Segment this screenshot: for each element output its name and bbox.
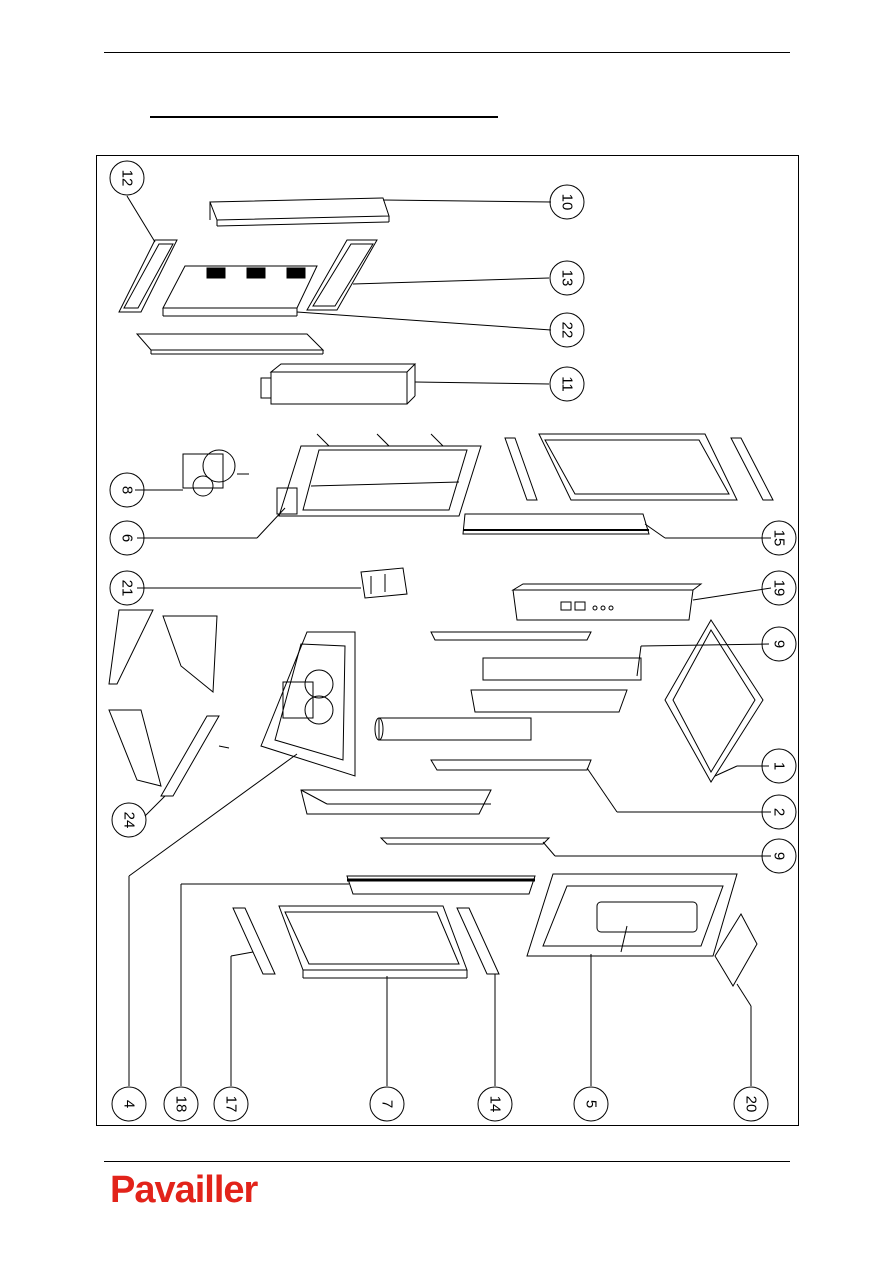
part-10	[209, 197, 390, 227]
svg-text:18: 18	[173, 1096, 190, 1113]
svg-text:9: 9	[771, 640, 788, 648]
svg-text:10: 10	[559, 194, 576, 211]
footer-rule	[104, 1161, 790, 1162]
part-13	[306, 239, 378, 311]
exploded-view-diagram: 12 10 13 22 11 8	[108, 160, 797, 1122]
part-14	[456, 907, 500, 975]
part-5	[526, 873, 738, 957]
svg-text:13: 13	[559, 270, 576, 287]
svg-text:5: 5	[583, 1100, 600, 1108]
callout-8: 8	[109, 472, 145, 508]
header-rule	[104, 52, 790, 53]
callout-24: 24	[111, 802, 147, 838]
callout-14: 14	[477, 1086, 513, 1122]
part-1	[664, 619, 764, 783]
svg-text:17: 17	[223, 1096, 240, 1113]
callout-9-upper: 9	[761, 626, 797, 662]
svg-text:1: 1	[771, 762, 788, 770]
part-21	[360, 567, 408, 599]
svg-text:22: 22	[559, 322, 576, 339]
part-9-rails	[374, 631, 642, 741]
part-15	[462, 433, 774, 535]
callout-20: 20	[733, 1086, 769, 1122]
svg-text:8: 8	[119, 486, 136, 494]
svg-text:19: 19	[771, 580, 788, 597]
svg-text:21: 21	[119, 580, 136, 597]
svg-text:7: 7	[379, 1100, 396, 1108]
part-11	[260, 363, 417, 405]
callout-6: 6	[109, 520, 145, 556]
part-6	[276, 433, 482, 517]
pavailler-logo: Pavailler	[110, 1169, 258, 1211]
svg-text:9: 9	[771, 852, 788, 860]
svg-text:20: 20	[743, 1096, 760, 1113]
callout-11: 11	[549, 366, 585, 402]
part-19	[511, 583, 703, 621]
part-rail	[135, 333, 325, 355]
svg-text:15: 15	[771, 530, 788, 547]
callout-9-lower: 9	[761, 838, 797, 874]
callout-22: 22	[549, 312, 585, 348]
part-4	[260, 631, 356, 777]
part-18	[346, 875, 536, 895]
callout-5: 5	[573, 1086, 609, 1122]
callout-21: 21	[109, 570, 145, 606]
callout-10: 10	[549, 184, 585, 220]
part-angle	[300, 789, 492, 815]
title-underline	[150, 116, 498, 118]
svg-text:12: 12	[119, 170, 136, 187]
part-17	[232, 907, 276, 975]
part-7	[278, 905, 468, 979]
leader-lines	[126, 195, 772, 1086]
callout-17: 17	[213, 1086, 249, 1122]
callout-bubbles: 12 10 13 22 11 8	[109, 160, 797, 1122]
callout-2: 2	[761, 794, 797, 830]
callout-12: 12	[109, 160, 145, 196]
svg-text:14: 14	[487, 1096, 504, 1113]
part-20	[714, 912, 758, 987]
part-12	[118, 239, 178, 313]
part-24	[108, 609, 230, 797]
svg-text:24: 24	[121, 812, 138, 829]
svg-text:6: 6	[119, 534, 136, 542]
callout-1: 1	[761, 748, 797, 784]
callout-18: 18	[163, 1086, 199, 1122]
part-8	[182, 449, 249, 497]
exploded-view-frame: 12 10 13 22 11 8	[96, 155, 799, 1126]
part-9-lower	[379, 837, 551, 845]
callout-13: 13	[549, 260, 585, 296]
callout-19: 19	[761, 570, 797, 606]
svg-text:4: 4	[121, 1100, 138, 1108]
part-2	[430, 759, 592, 771]
callout-7: 7	[369, 1086, 405, 1122]
callout-4: 4	[111, 1086, 147, 1122]
svg-text:2: 2	[771, 808, 788, 816]
callout-15: 15	[761, 520, 797, 556]
part-22	[162, 265, 318, 317]
svg-text:11: 11	[559, 376, 576, 392]
